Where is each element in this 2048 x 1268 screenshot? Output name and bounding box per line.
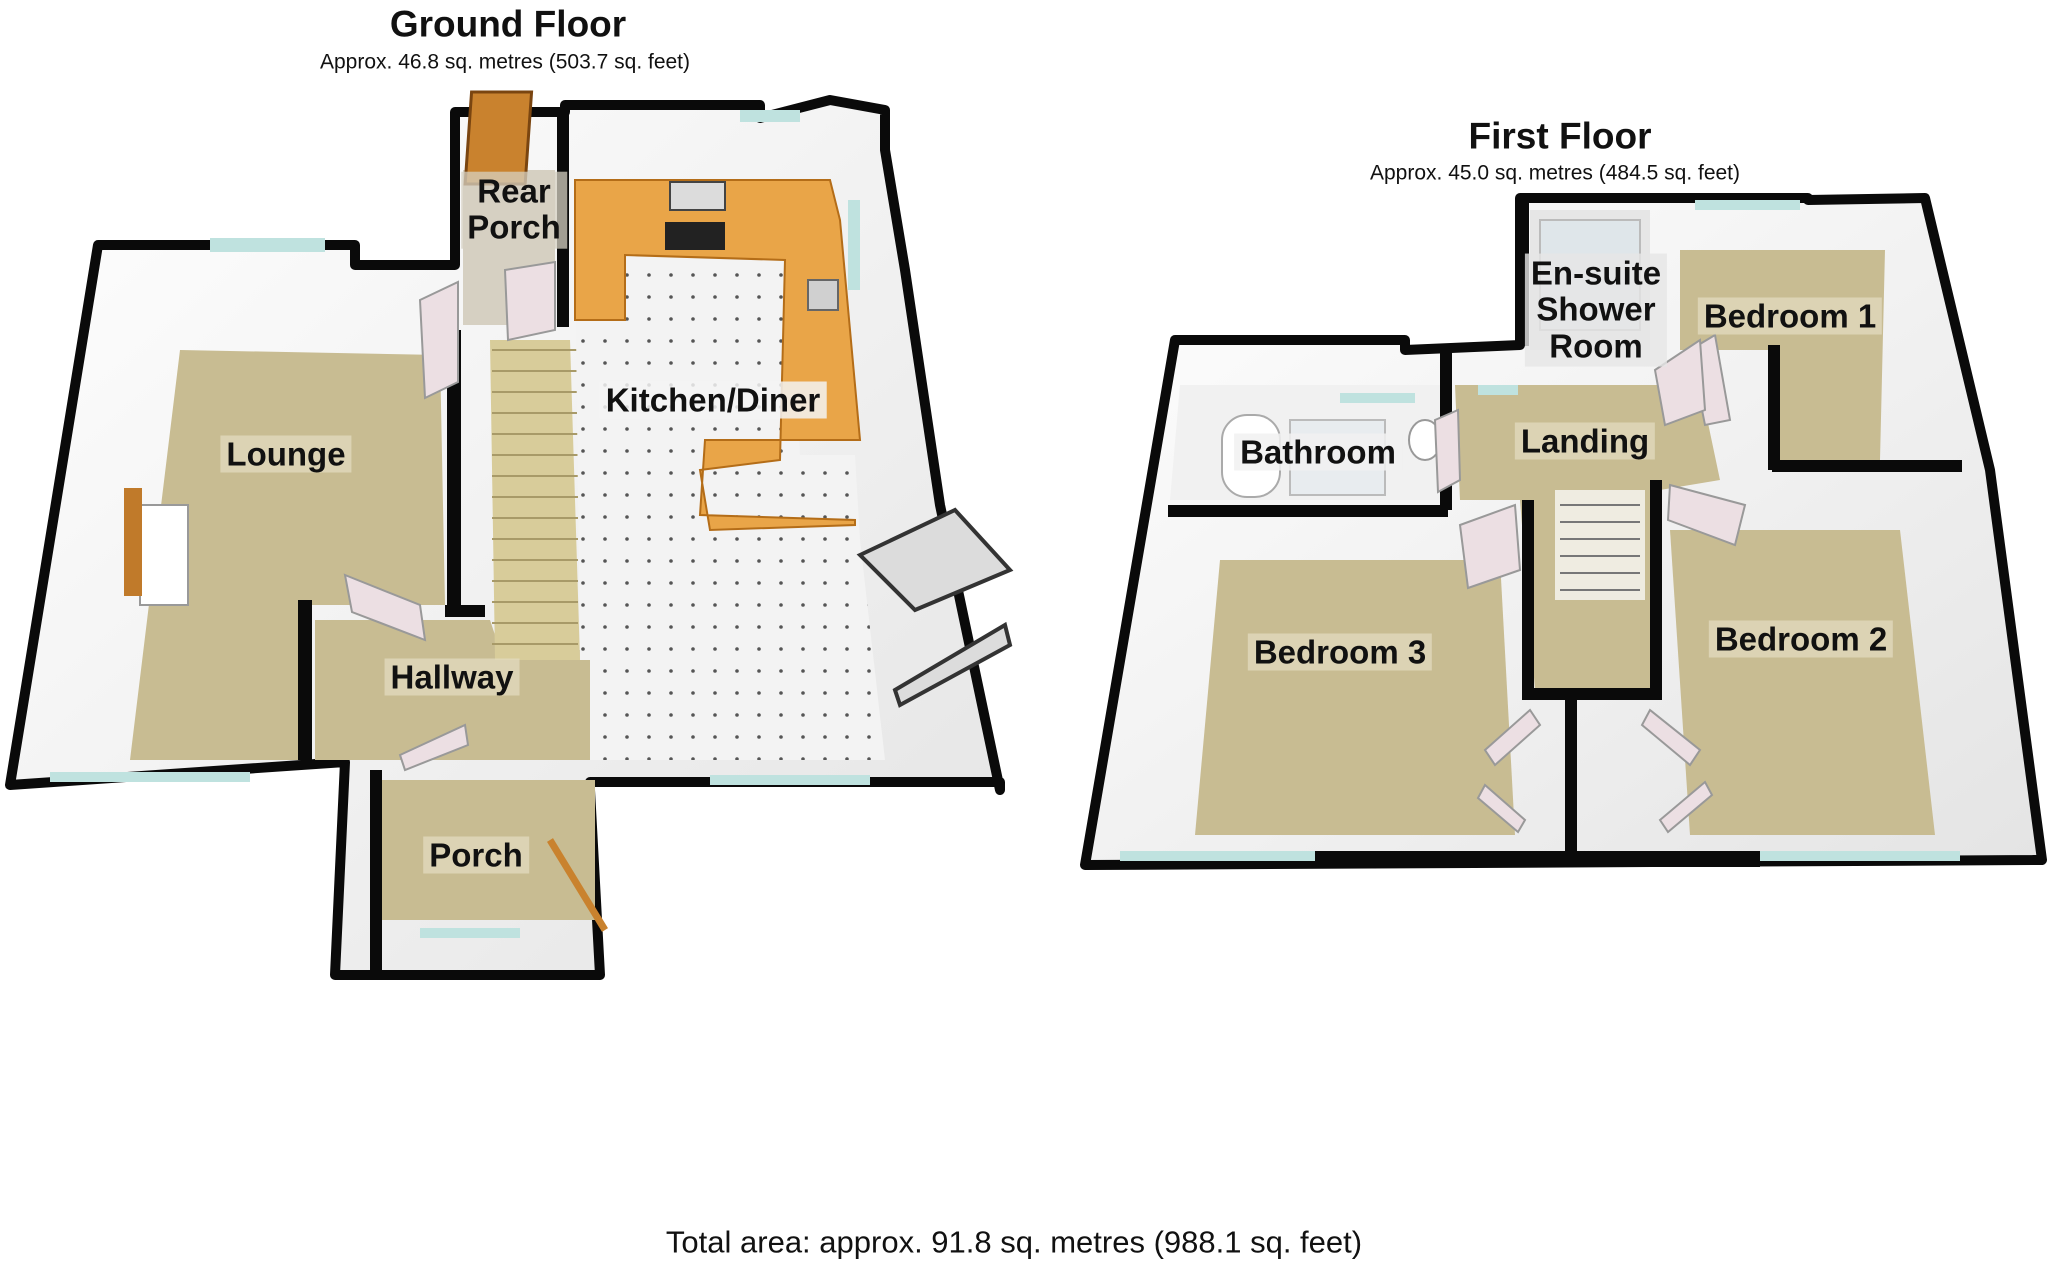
- kitchen-patio-door-lower: [892, 621, 1013, 708]
- rear-porch-label-line1: Rear: [477, 172, 551, 210]
- room-label-bathroom: Bathroom: [1234, 433, 1402, 471]
- ground-floor: [5, 90, 1014, 980]
- kitchen-floor: [575, 250, 885, 760]
- first-floor-area: Approx. 45.0 sq. metres (484.5 sq. feet): [1369, 161, 1741, 185]
- lounge-door: [418, 280, 459, 400]
- ensuite-door: [1653, 338, 1707, 427]
- first-floor-title: First Floor: [1468, 115, 1652, 157]
- bedroom-2-window: [1760, 851, 1960, 861]
- room-label-porch: Porch: [423, 836, 529, 874]
- fireplace: [139, 504, 189, 606]
- bedroom-3-floor: [1195, 560, 1515, 835]
- rear-porch-label-line2: Porch: [467, 209, 561, 246]
- room-label-ensuite: En-suite Shower Room: [1524, 253, 1668, 367]
- sink: [807, 279, 839, 311]
- lounge-floor: [130, 350, 445, 760]
- landing-window: [1478, 385, 1518, 395]
- room-label-landing: Landing: [1514, 422, 1656, 460]
- ensuite-label-line2: Shower: [1536, 290, 1656, 328]
- hob: [669, 181, 726, 211]
- wardrobe-door-right-upper: [1640, 708, 1702, 767]
- bathroom-window: [1340, 393, 1415, 403]
- lounge-window: [210, 238, 325, 252]
- wardrobe-door-left-lower: [1476, 783, 1527, 834]
- rear-door: [463, 90, 534, 186]
- kitchen-side-window: [848, 200, 860, 290]
- kitchen-rear-window: [710, 775, 870, 785]
- kitchen-window: [740, 110, 800, 122]
- hallway-door: [343, 573, 427, 642]
- total-area: Total area: approx. 91.8 sq. metres (988…: [665, 1224, 1363, 1260]
- room-label-rear-porch: Rear Porch: [461, 171, 567, 249]
- ensuite-label-line1: En-suite: [1530, 254, 1662, 292]
- bedroom-3-door: [1458, 503, 1522, 590]
- porch-window: [420, 928, 520, 938]
- room-label-hallway: Hallway: [384, 658, 520, 696]
- porch-handrail: [547, 838, 608, 932]
- room-label-lounge: Lounge: [220, 435, 352, 473]
- room-label-kitchen-diner: Kitchen/Diner: [599, 381, 827, 419]
- room-label-bedroom-3: Bedroom 3: [1247, 633, 1433, 671]
- bedroom-2-door: [1666, 483, 1747, 547]
- wardrobe-door-left-upper: [1483, 708, 1542, 767]
- ground-floor-area: Approx. 46.8 sq. metres (503.7 sq. feet): [319, 50, 691, 74]
- rear-porch-door: [503, 260, 556, 342]
- ground-floor-title: Ground Floor: [389, 3, 627, 45]
- porch-inner-door: [398, 723, 470, 772]
- first-floor: [1080, 193, 2047, 870]
- lounge-front-window: [50, 772, 250, 782]
- bedroom-1-window: [1695, 200, 1800, 210]
- ensuite-label-line3: Room: [1549, 327, 1643, 365]
- kitchen-worktop: [574, 179, 862, 532]
- kitchen-patio-door-upper: [856, 507, 1014, 613]
- room-label-bedroom-1: Bedroom 1: [1697, 297, 1883, 335]
- oven: [665, 222, 725, 250]
- staircase: [490, 340, 580, 660]
- room-label-bedroom-2: Bedroom 2: [1708, 620, 1894, 658]
- bedroom-3-window: [1120, 851, 1320, 861]
- bedroom-2-floor: [1670, 530, 1935, 835]
- wardrobe-door-right-lower: [1658, 780, 1714, 834]
- first-floor-stairwell: [1555, 490, 1645, 600]
- bathroom-door: [1433, 408, 1462, 494]
